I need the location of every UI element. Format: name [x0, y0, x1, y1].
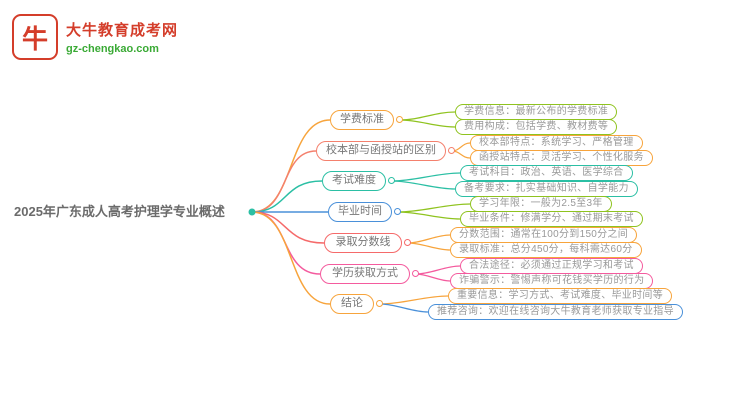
branch-connector-dot — [394, 208, 401, 215]
central-connector-dot — [248, 208, 256, 216]
branch-label: 考试难度 — [332, 174, 376, 186]
leaf-text: 诈骗警示：警惕声称可花钱买学历的行为 — [459, 275, 645, 286]
leaf-text: 备考要求：扎实基础知识、自学能力 — [464, 183, 629, 194]
branch-connector-dot — [396, 116, 403, 123]
leaf-node[interactable]: 考试科目：政治、英语、医学综合 — [460, 165, 633, 181]
leaf-text: 录取标准：总分450分，每科需达60分 — [459, 244, 633, 255]
branch-label: 校本部与函授站的区别 — [326, 144, 436, 156]
leaf-node[interactable]: 函授站特点：灵活学习、个性化服务 — [470, 150, 653, 166]
edge-branch1-leaf2 — [399, 119, 456, 128]
leaf-text: 考试科目：政治、英语、医学综合 — [469, 167, 624, 178]
edge-central-to-branch-2 — [251, 150, 317, 213]
edge-branch6-leaf2 — [415, 273, 451, 282]
branch-node-tuition[interactable]: 学费标准 — [330, 110, 403, 130]
leaf-text: 重要信息：学习方式、考试难度、毕业时间等 — [457, 290, 663, 301]
edge-central-to-branch-6 — [251, 211, 321, 275]
branch-connector-dot — [412, 270, 419, 277]
branch-node-admission-score[interactable]: 录取分数线 — [324, 233, 411, 253]
leaf-node[interactable]: 费用构成：包括学费、教材费等 — [455, 119, 618, 135]
leaf-text: 毕业条件：修满学分、通过期末考试 — [469, 213, 634, 224]
edge-branch4-leaf1 — [397, 203, 471, 213]
edge-branch7-leaf2 — [379, 303, 429, 313]
edge-central-to-branch-7 — [251, 211, 331, 305]
leaf-text: 函授站特点：灵活学习、个性化服务 — [479, 152, 644, 163]
branch-label: 学历获取方式 — [332, 267, 398, 279]
branch-label: 录取分数线 — [335, 236, 391, 248]
edge-central-to-branch-5 — [251, 211, 325, 244]
leaf-text: 校本部特点：系统学习、严格管理 — [479, 137, 634, 148]
leaf-text: 合法途径：必须通过正规学习和考试 — [469, 260, 634, 271]
branch-node-conclusion[interactable]: 结论 — [330, 294, 383, 314]
edge-branch6-leaf1 — [415, 265, 461, 275]
logo-text: 大牛教育成考网 gz-chengkao.com — [66, 19, 178, 55]
leaf-node[interactable]: 学费信息：最新公布的学费标准 — [455, 104, 618, 120]
edge-central-to-branch-3 — [251, 180, 323, 213]
branch-node-graduation-time[interactable]: 毕业时间 — [328, 202, 401, 222]
branch-label: 结论 — [341, 297, 363, 309]
edge-branch5-leaf2 — [407, 242, 451, 251]
edge-branch4-leaf2 — [397, 211, 461, 220]
edge-branch7-leaf1 — [379, 295, 449, 305]
branch-connector-dot — [404, 239, 411, 246]
branch-label: 毕业时间 — [338, 205, 382, 217]
leaf-node[interactable]: 校本部特点：系统学习、严格管理 — [470, 135, 643, 151]
bull-icon: 牛 — [12, 14, 58, 60]
leaf-node[interactable]: 诈骗警示：警惕声称可花钱买学历的行为 — [450, 273, 654, 289]
leaf-node[interactable]: 分数范围：通常在100分到150分之间 — [450, 227, 638, 243]
edge-branch2-leaf2 — [451, 150, 471, 159]
leaf-text: 推荐咨询：欢迎在线咨询大牛教育老师获取专业指导 — [437, 306, 674, 317]
branch-node-campus-vs-station[interactable]: 校本部与函授站的区别 — [316, 141, 455, 161]
leaf-node[interactable]: 重要信息：学习方式、考试难度、毕业时间等 — [448, 288, 672, 304]
edge-branch1-leaf1 — [399, 111, 456, 121]
edge-branch5-leaf1 — [407, 234, 451, 244]
leaf-node[interactable]: 备考要求：扎实基础知识、自学能力 — [455, 181, 638, 197]
logo-subtitle: gz-chengkao.com — [66, 43, 159, 55]
leaf-text: 分数范围：通常在100分到150分之间 — [459, 229, 629, 240]
leaf-node[interactable]: 录取标准：总分450分，每科需达60分 — [450, 242, 642, 258]
branch-connector-dot — [376, 300, 383, 307]
leaf-node[interactable]: 推荐咨询：欢迎在线咨询大牛教育老师获取专业指导 — [428, 304, 683, 320]
leaf-node[interactable]: 学习年限：一般为2.5至3年 — [470, 196, 612, 212]
leaf-node[interactable]: 合法途径：必须通过正规学习和考试 — [460, 258, 643, 274]
branch-node-degree-method[interactable]: 学历获取方式 — [320, 264, 419, 284]
leaf-text: 学费信息：最新公布的学费标准 — [464, 106, 609, 117]
logo-title: 大牛教育成考网 — [66, 22, 179, 39]
branch-connector-dot — [388, 177, 395, 184]
branch-label: 学费标准 — [340, 113, 384, 125]
branch-connector-dot — [448, 147, 455, 154]
edge-branch3-leaf2 — [391, 180, 456, 190]
site-logo[interactable]: 牛 大牛教育成考网 gz-chengkao.com — [12, 14, 178, 60]
branch-node-exam-difficulty[interactable]: 考试难度 — [322, 171, 395, 191]
leaf-text: 费用构成：包括学费、教材费等 — [464, 121, 609, 132]
central-topic[interactable]: 2025年广东成人高考护理学专业概述 — [14, 204, 225, 219]
edge-branch3-leaf1 — [391, 172, 461, 182]
leaf-text: 学习年限：一般为2.5至3年 — [479, 198, 603, 209]
edge-central-to-branch-1 — [251, 119, 331, 213]
leaf-node[interactable]: 毕业条件：修满学分、通过期末考试 — [460, 211, 643, 227]
